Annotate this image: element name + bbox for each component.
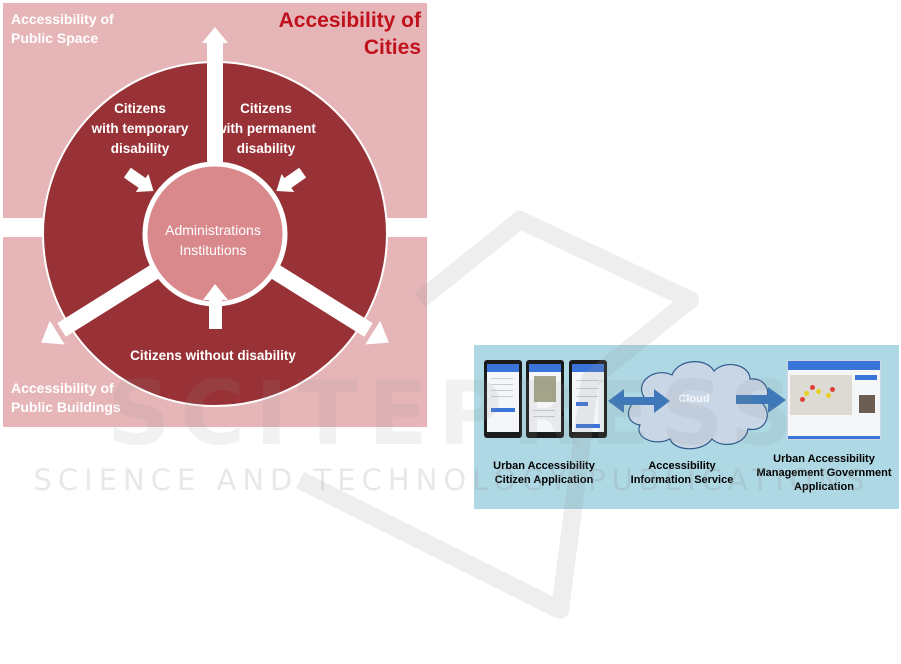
public-buildings-label: Accessibility of Public Buildings [11, 379, 121, 417]
segment-label-line: disability [236, 141, 296, 156]
diagram-title-line: Cities [363, 36, 421, 59]
system-architecture-diagram: Cloud Urban Accessibility Citizen Applic… [474, 345, 899, 509]
accessibility-of-cities-diagram: Accessibility of Public Space Accessibil… [3, 3, 427, 427]
public-space-label-line: Public Space [11, 30, 99, 46]
caption-line: Urban Accessibility [493, 460, 595, 472]
segment-label-line: with temporary [91, 121, 189, 136]
caption-line: Management Government [756, 467, 892, 479]
public-buildings-label-line: Accessibility of [11, 380, 114, 396]
public-space-label: Accessibility of Public Space [11, 10, 114, 48]
center-label-line: Administrations [165, 222, 261, 238]
ring-graphic [3, 27, 427, 407]
left-band [3, 219, 43, 236]
cloud-label: Cloud [678, 393, 710, 405]
caption-line: Application [794, 481, 854, 493]
center-label-line: Institutions [179, 242, 247, 258]
segment-label-line: Citizens without disability [130, 348, 296, 363]
public-buildings-label-line: Public Buildings [11, 399, 121, 415]
arrow-down-left-icon [41, 264, 160, 345]
map-thumbnail [790, 375, 852, 415]
info-service-caption: Accessibility Information Service [622, 459, 742, 487]
forward-arrow-icon [736, 387, 786, 413]
public-space-label-line: Accessibility of [11, 11, 114, 27]
segment-temporary-disability: Citizens with temporary disability [65, 99, 215, 159]
arrow-inward-permanent-icon [276, 167, 307, 192]
segment-label-line: disability [110, 141, 170, 156]
citizen-app-caption: Urban Accessibility Citizen Application [484, 459, 604, 487]
caption-line: Urban Accessibility [773, 453, 875, 465]
arrow-down-right-icon [270, 264, 389, 345]
right-band [387, 219, 427, 236]
diagram-title-line: Accesibility of [278, 9, 421, 32]
diagram-title: Accesibility of Cities [279, 7, 421, 61]
arrow-inward-temporary-icon [123, 167, 154, 192]
gov-app-caption: Urban Accessibility Management Governmen… [749, 452, 899, 494]
arrow-up-icon [202, 27, 228, 165]
segment-label-line: Citizens [114, 101, 166, 116]
phone-screenshot-list [484, 360, 522, 438]
architecture-graphic [608, 361, 786, 450]
cloud-icon [627, 361, 769, 450]
segment-without-disability: Citizens without disability [103, 346, 323, 366]
web-app-screenshot [787, 360, 881, 440]
center-administrations-label: Administrations Institutions [143, 220, 283, 260]
segment-label-line: with permanent [216, 121, 316, 136]
segment-label-line: Citizens [240, 101, 292, 116]
caption-line: Information Service [630, 474, 734, 486]
arrow-inward-without-icon [203, 284, 228, 329]
bidirectional-arrow-icon [608, 389, 670, 413]
phone-screenshot-form [569, 360, 607, 438]
segment-permanent-disability: Citizens with permanent disability [191, 99, 341, 159]
phone-screenshot-photo [526, 360, 564, 438]
caption-line: Citizen Application [494, 474, 594, 486]
caption-line: Accessibility [648, 460, 716, 472]
